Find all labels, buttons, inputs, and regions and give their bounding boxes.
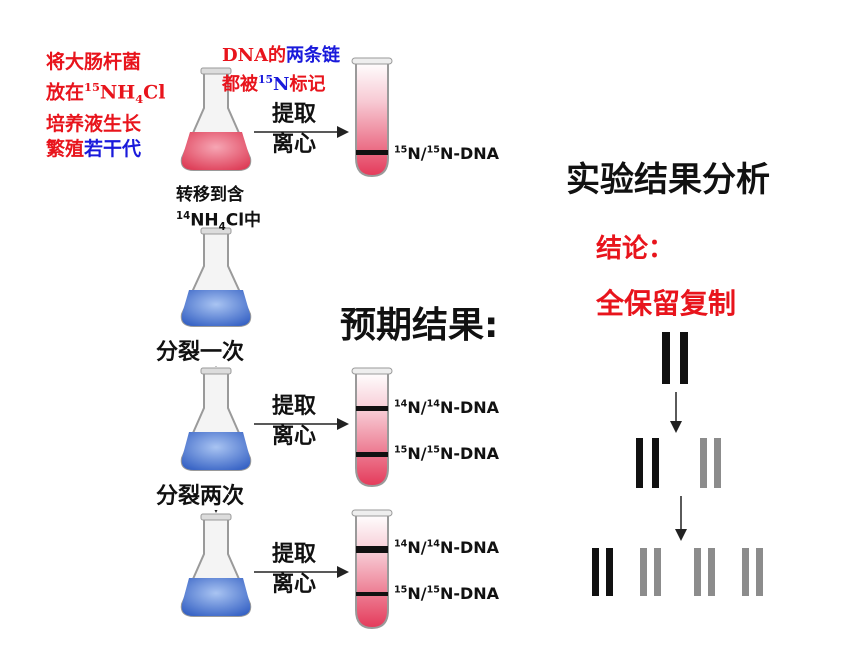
text-fragment: N/ (407, 144, 427, 163)
culture-note-line3: 培养液生长 (46, 113, 142, 136)
text-fragment: N-DNA (439, 144, 500, 163)
extract-text: 提取 (272, 102, 317, 127)
text-fragment: 放在 (46, 81, 85, 104)
band-heavy (356, 150, 388, 155)
superscript: 15 (394, 584, 408, 596)
flask-blue-1 (180, 227, 252, 327)
text-fragment: N/ (407, 398, 427, 417)
text-fragment: Cl中 (225, 210, 262, 231)
subscript: 4 (218, 222, 226, 234)
superscript: 15 (426, 444, 440, 456)
superscript: 14 (176, 211, 191, 222)
culture-note-line4: 繁殖若干代 (46, 137, 165, 162)
extract-text: 提取 (272, 542, 317, 567)
superscript: 15 (258, 73, 274, 86)
tube1-heavy-label: 15N/15N-DNA (394, 144, 499, 163)
superscript: 15 (426, 144, 440, 156)
text-fragment: N/ (407, 538, 427, 557)
extract-label-1: 提取 离心 (272, 100, 316, 160)
band-heavy (356, 452, 388, 457)
band-light (356, 546, 388, 553)
superscript: 14 (426, 398, 440, 410)
text-fragment: 若干代 (84, 138, 142, 161)
superscript: 15 (394, 444, 408, 456)
flask-blue-3 (180, 513, 252, 617)
tube3-light-label: 14N/14N-DNA (394, 538, 499, 557)
superscript: 15 (84, 80, 100, 94)
text-fragment: NH (190, 210, 219, 231)
text-fragment: N-DNA (439, 398, 500, 417)
text-fragment: N-DNA (439, 584, 500, 603)
extract-label-2: 提取 离心 (272, 392, 316, 452)
superscript: 15 (394, 144, 408, 156)
conclusion-label: 结论： (596, 234, 675, 264)
flask-blue-2 (180, 367, 252, 471)
division-second-label: 分裂两次 (156, 478, 245, 510)
tube3-heavy-label: 15N/15N-DNA (394, 584, 499, 603)
centrifuge-text: 离心 (272, 572, 317, 597)
superscript: 15 (426, 584, 440, 596)
tube2-light-label: 14N/14N-DNA (394, 398, 499, 417)
text-fragment: 都被 (222, 74, 258, 95)
superscript: 14 (394, 398, 408, 410)
text-fragment: N-DNA (439, 538, 500, 557)
tube2-heavy-label: 15N/15N-DNA (394, 444, 499, 463)
text-fragment: N/ (407, 444, 427, 463)
division-first-label: 分裂一次 (156, 334, 245, 366)
transfer-note-line1: 转移到含 (176, 185, 244, 205)
tube-1 (351, 57, 393, 178)
culture-note-line2: 放在15NH4Cl (46, 75, 165, 112)
expected-result-title: 预期结果: (340, 305, 499, 346)
text-fragment: 标记 (289, 74, 326, 95)
strand-note-line1: DNA的两条链 (222, 44, 340, 68)
text-fragment: N-DNA (439, 444, 500, 463)
superscript: 14 (394, 538, 408, 550)
conclusion-value: 全保留复制 (596, 287, 737, 320)
superscript: 14 (426, 538, 440, 550)
centrifuge-text: 离心 (272, 132, 317, 157)
text-fragment: N (273, 74, 290, 95)
subscript: 4 (135, 92, 144, 107)
band-heavy (356, 592, 388, 596)
extract-text: 提取 (272, 394, 317, 419)
text-fragment: NH (99, 81, 136, 104)
text-fragment: N/ (407, 584, 427, 603)
culture-note: 将大肠杆菌 放在15NH4Cl 培养液生长 繁殖若干代 (46, 50, 165, 162)
text-fragment: 两条链 (286, 45, 341, 66)
extract-label-3: 提取 离心 (272, 540, 316, 600)
strand-note-line2: 都被15N标记 (222, 68, 340, 97)
flask-red (180, 67, 252, 171)
strand-label-note: DNA的两条链 都被15N标记 (222, 44, 340, 97)
transfer-note: 转移到含 14NH4Cl中 (176, 184, 261, 239)
band-light (356, 406, 388, 411)
centrifuge-text: 离心 (272, 424, 317, 449)
text-fragment: Cl (143, 81, 166, 104)
replication-schematic (592, 332, 763, 596)
tube-3 (351, 509, 393, 630)
analysis-title: 实验结果分析 (566, 160, 770, 200)
text-fragment: DNA的 (222, 45, 287, 66)
text-fragment: 繁殖 (46, 138, 85, 161)
culture-note-line1: 将大肠杆菌 (46, 51, 142, 73)
transfer-note-line2: 14NH4Cl中 (176, 206, 261, 239)
tube-2 (351, 367, 393, 488)
